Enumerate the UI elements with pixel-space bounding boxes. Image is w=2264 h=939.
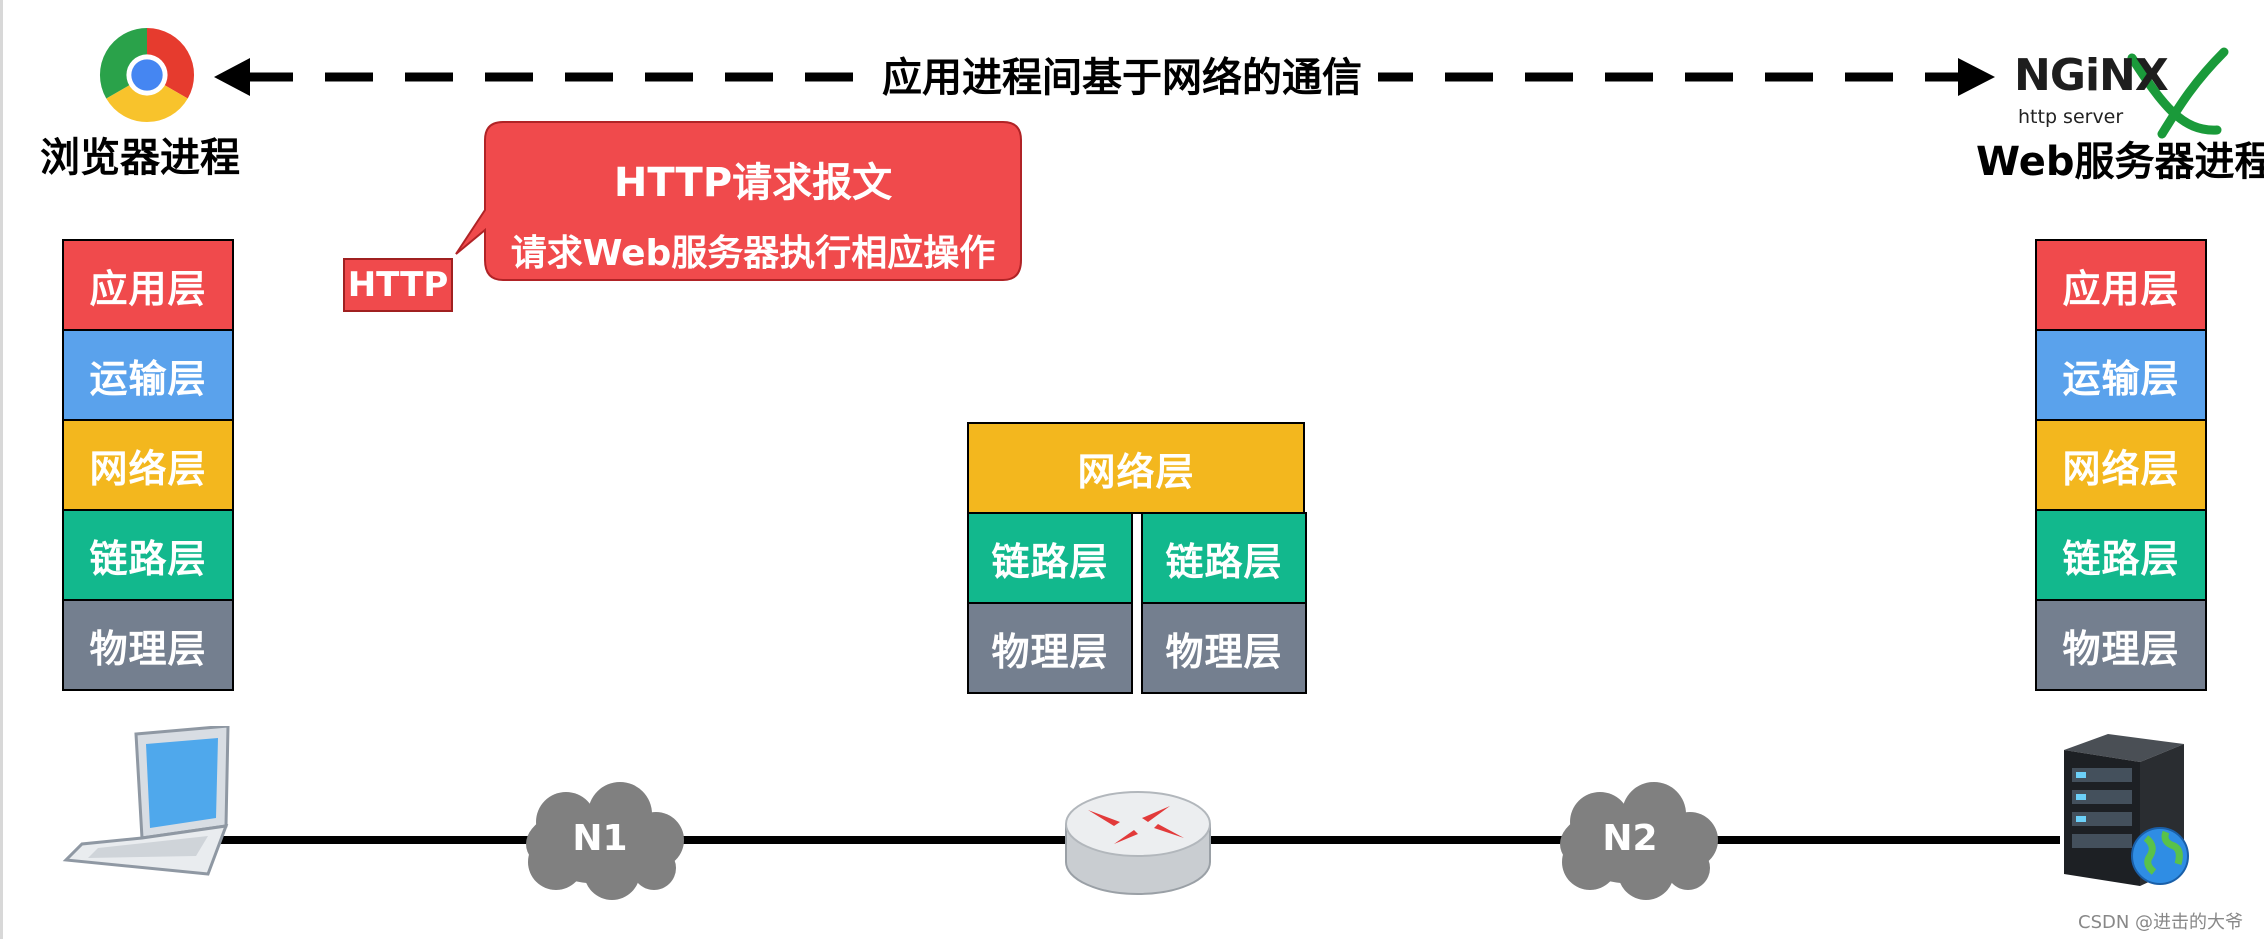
physical-layer: 物理层	[2035, 599, 2207, 691]
nginx-subtitle: http server	[2018, 106, 2124, 128]
left-border	[0, 0, 3, 939]
browser-process-label: 浏览器进程	[40, 135, 240, 181]
network-layer: 网络层	[2035, 419, 2207, 511]
server-icon	[2064, 734, 2189, 886]
network-n2-label: N2	[1602, 818, 1658, 859]
callout-title: HTTP请求报文	[613, 160, 893, 206]
application-layer: 应用层	[2035, 239, 2207, 331]
laptop-icon	[62, 726, 230, 876]
router-link-layer-right: 链路层	[1141, 512, 1307, 604]
network-n2-cloud-icon	[1560, 782, 1718, 900]
server-process-label: Web服务器进程	[1976, 139, 2264, 185]
transport-layer: 运输层	[62, 329, 234, 421]
client-protocol-stack: 应用层 运输层 网络层 链路层 物理层	[62, 239, 234, 691]
chrome-icon	[99, 27, 195, 123]
application-layer: 应用层	[62, 239, 234, 331]
top-caption: 应用进程间基于网络的通信	[866, 52, 1378, 104]
physical-layer: 物理层	[62, 599, 234, 691]
router-link-layer-left: 链路层	[967, 512, 1133, 604]
transport-layer: 运输层	[2035, 329, 2207, 421]
router-protocol-stack: 网络层 链路层 链路层 物理层 物理层	[967, 422, 1307, 700]
callout-text: 请求Web服务器执行相应操作	[510, 233, 996, 274]
nginx-logo-text: NGiNX	[2014, 50, 2169, 101]
network-n1-label: N1	[572, 818, 628, 859]
http-message-tag: HTTP	[343, 258, 453, 312]
server-protocol-stack: 应用层 运输层 网络层 链路层 物理层	[2035, 239, 2207, 691]
link-layer: 链路层	[2035, 509, 2207, 601]
network-layer: 网络层	[62, 419, 234, 511]
network-n1-cloud-icon	[526, 782, 684, 900]
link-layer: 链路层	[62, 509, 234, 601]
router-physical-layer-left: 物理层	[967, 602, 1133, 694]
communication-arrow	[214, 58, 1995, 96]
nginx-logo-icon	[2127, 47, 2229, 139]
callout-bubble	[455, 121, 1022, 281]
router-icon	[1065, 791, 1211, 895]
watermark: CSDN @进击的大爷	[2078, 912, 2244, 933]
router-network-layer: 网络层	[967, 422, 1305, 514]
router-physical-layer-right: 物理层	[1141, 602, 1307, 694]
